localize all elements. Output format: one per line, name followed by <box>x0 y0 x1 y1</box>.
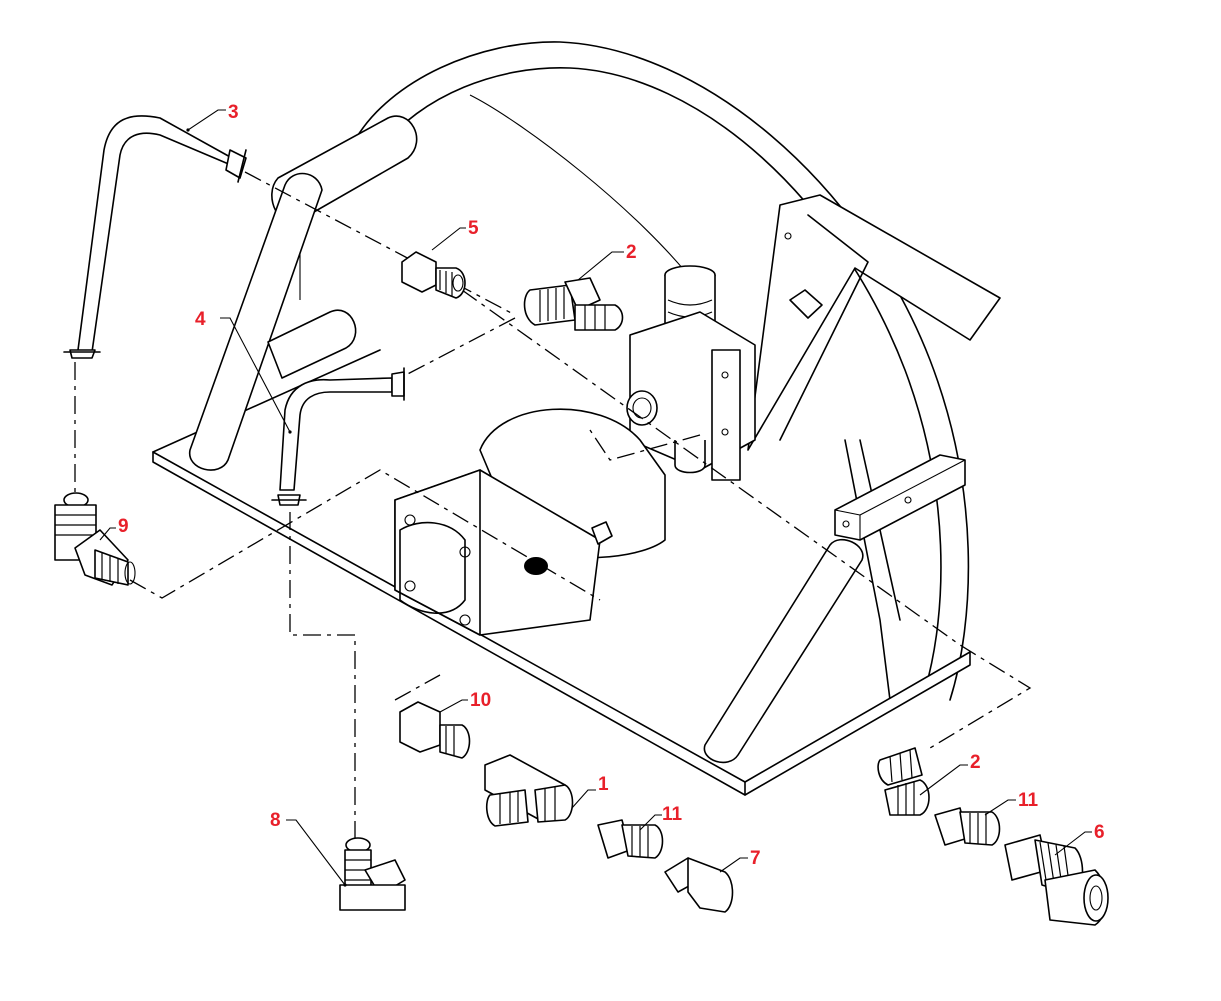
frame-tubes <box>189 115 966 764</box>
fitting-part-11-right <box>934 807 1001 846</box>
callout-1: 1 <box>598 774 609 795</box>
hose-part-4 <box>271 367 405 506</box>
relief-valve <box>626 265 756 481</box>
cap-part-7 <box>664 857 734 913</box>
callout-2-upper: 2 <box>626 242 637 263</box>
elbow-part-9 <box>54 492 136 586</box>
fitting-part-10 <box>399 701 471 759</box>
callout-11-left: 11 <box>662 804 683 825</box>
callout-5: 5 <box>468 218 479 239</box>
callout-4: 4 <box>195 309 206 330</box>
callout-11-right: 11 <box>1018 790 1039 811</box>
assembly-lines <box>74 171 1032 845</box>
base-plate <box>152 349 971 796</box>
callout-3: 3 <box>228 102 239 123</box>
pump-motor <box>394 408 666 636</box>
fitting-part-11-left <box>597 819 664 859</box>
callout-8: 8 <box>270 810 281 831</box>
callout-10: 10 <box>470 690 491 711</box>
callout-9: 9 <box>118 516 129 537</box>
elbow-part-2-lower <box>877 747 930 816</box>
callouts: 3 5 2 4 9 10 1 11 8 7 2 11 6 <box>99 102 1105 887</box>
fitting-part-5 <box>401 251 466 299</box>
hose-part-3 <box>63 115 247 359</box>
coupler-part-6 <box>1004 834 1109 926</box>
elbow-part-8 <box>339 837 406 911</box>
callout-7: 7 <box>750 848 761 869</box>
tee-part-1 <box>484 754 574 827</box>
mounting-bracket <box>747 194 1001 451</box>
callout-2-lower: 2 <box>970 752 981 773</box>
callout-6: 6 <box>1094 822 1105 843</box>
elbow-part-2-upper <box>523 277 624 331</box>
